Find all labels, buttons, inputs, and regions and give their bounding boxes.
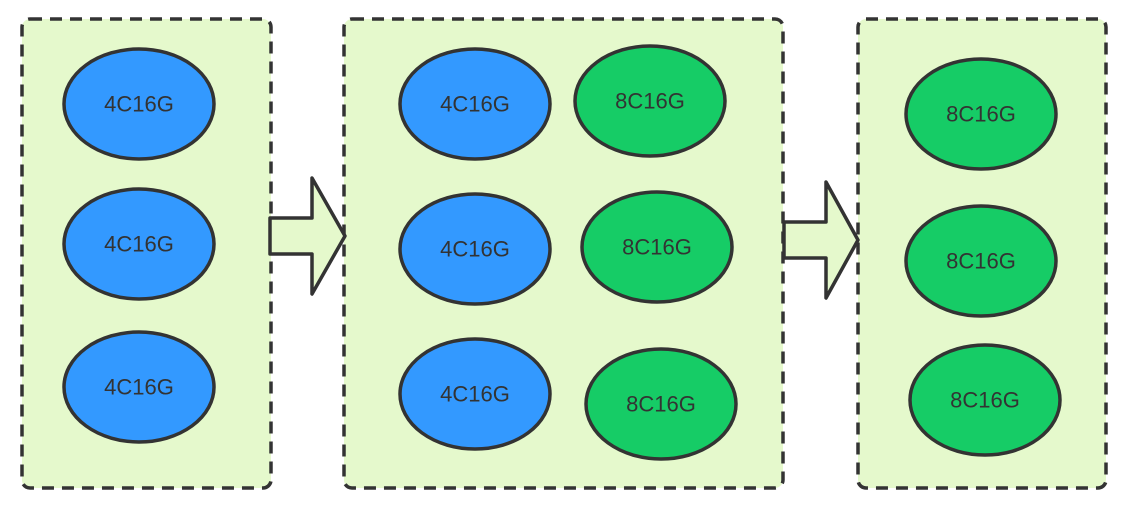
- node-ellipse: [904, 57, 1058, 171]
- node-ellipse: [398, 337, 552, 451]
- node-ellipse: [398, 192, 552, 306]
- node-label: 4C16G: [440, 92, 510, 117]
- node-label: 4C16G: [440, 237, 510, 262]
- arrow-icon: [782, 180, 860, 300]
- node-label: 4C16G: [104, 375, 174, 400]
- node-label: 8C16G: [950, 388, 1020, 413]
- node-ellipse: [908, 343, 1062, 457]
- node-green-8C16G: 8C16G: [573, 44, 727, 158]
- node-blue-4C16G: 4C16G: [398, 337, 552, 451]
- node-green-8C16G: 8C16G: [904, 204, 1058, 318]
- node-label: 8C16G: [946, 249, 1016, 274]
- node-ellipse: [573, 44, 727, 158]
- arrow-icon: [268, 176, 347, 296]
- node-label: 8C16G: [626, 392, 696, 417]
- node-label: 4C16G: [440, 382, 510, 407]
- node-blue-4C16G: 4C16G: [398, 47, 552, 161]
- node-ellipse: [580, 190, 734, 304]
- node-blue-4C16G: 4C16G: [62, 47, 216, 161]
- node-green-8C16G: 8C16G: [908, 343, 1062, 457]
- node-label: 4C16G: [104, 232, 174, 257]
- node-blue-4C16G: 4C16G: [62, 187, 216, 301]
- node-green-8C16G: 8C16G: [580, 190, 734, 304]
- node-ellipse: [62, 47, 216, 161]
- node-ellipse: [398, 47, 552, 161]
- node-blue-4C16G: 4C16G: [62, 330, 216, 444]
- node-blue-4C16G: 4C16G: [398, 192, 552, 306]
- node-label: 8C16G: [622, 235, 692, 260]
- node-ellipse: [62, 330, 216, 444]
- node-label: 8C16G: [946, 102, 1016, 127]
- node-label: 8C16G: [615, 89, 685, 114]
- node-label: 4C16G: [104, 92, 174, 117]
- node-ellipse: [904, 204, 1058, 318]
- node-green-8C16G: 8C16G: [584, 347, 738, 461]
- node-ellipse: [584, 347, 738, 461]
- node-ellipse: [62, 187, 216, 301]
- node-green-8C16G: 8C16G: [904, 57, 1058, 171]
